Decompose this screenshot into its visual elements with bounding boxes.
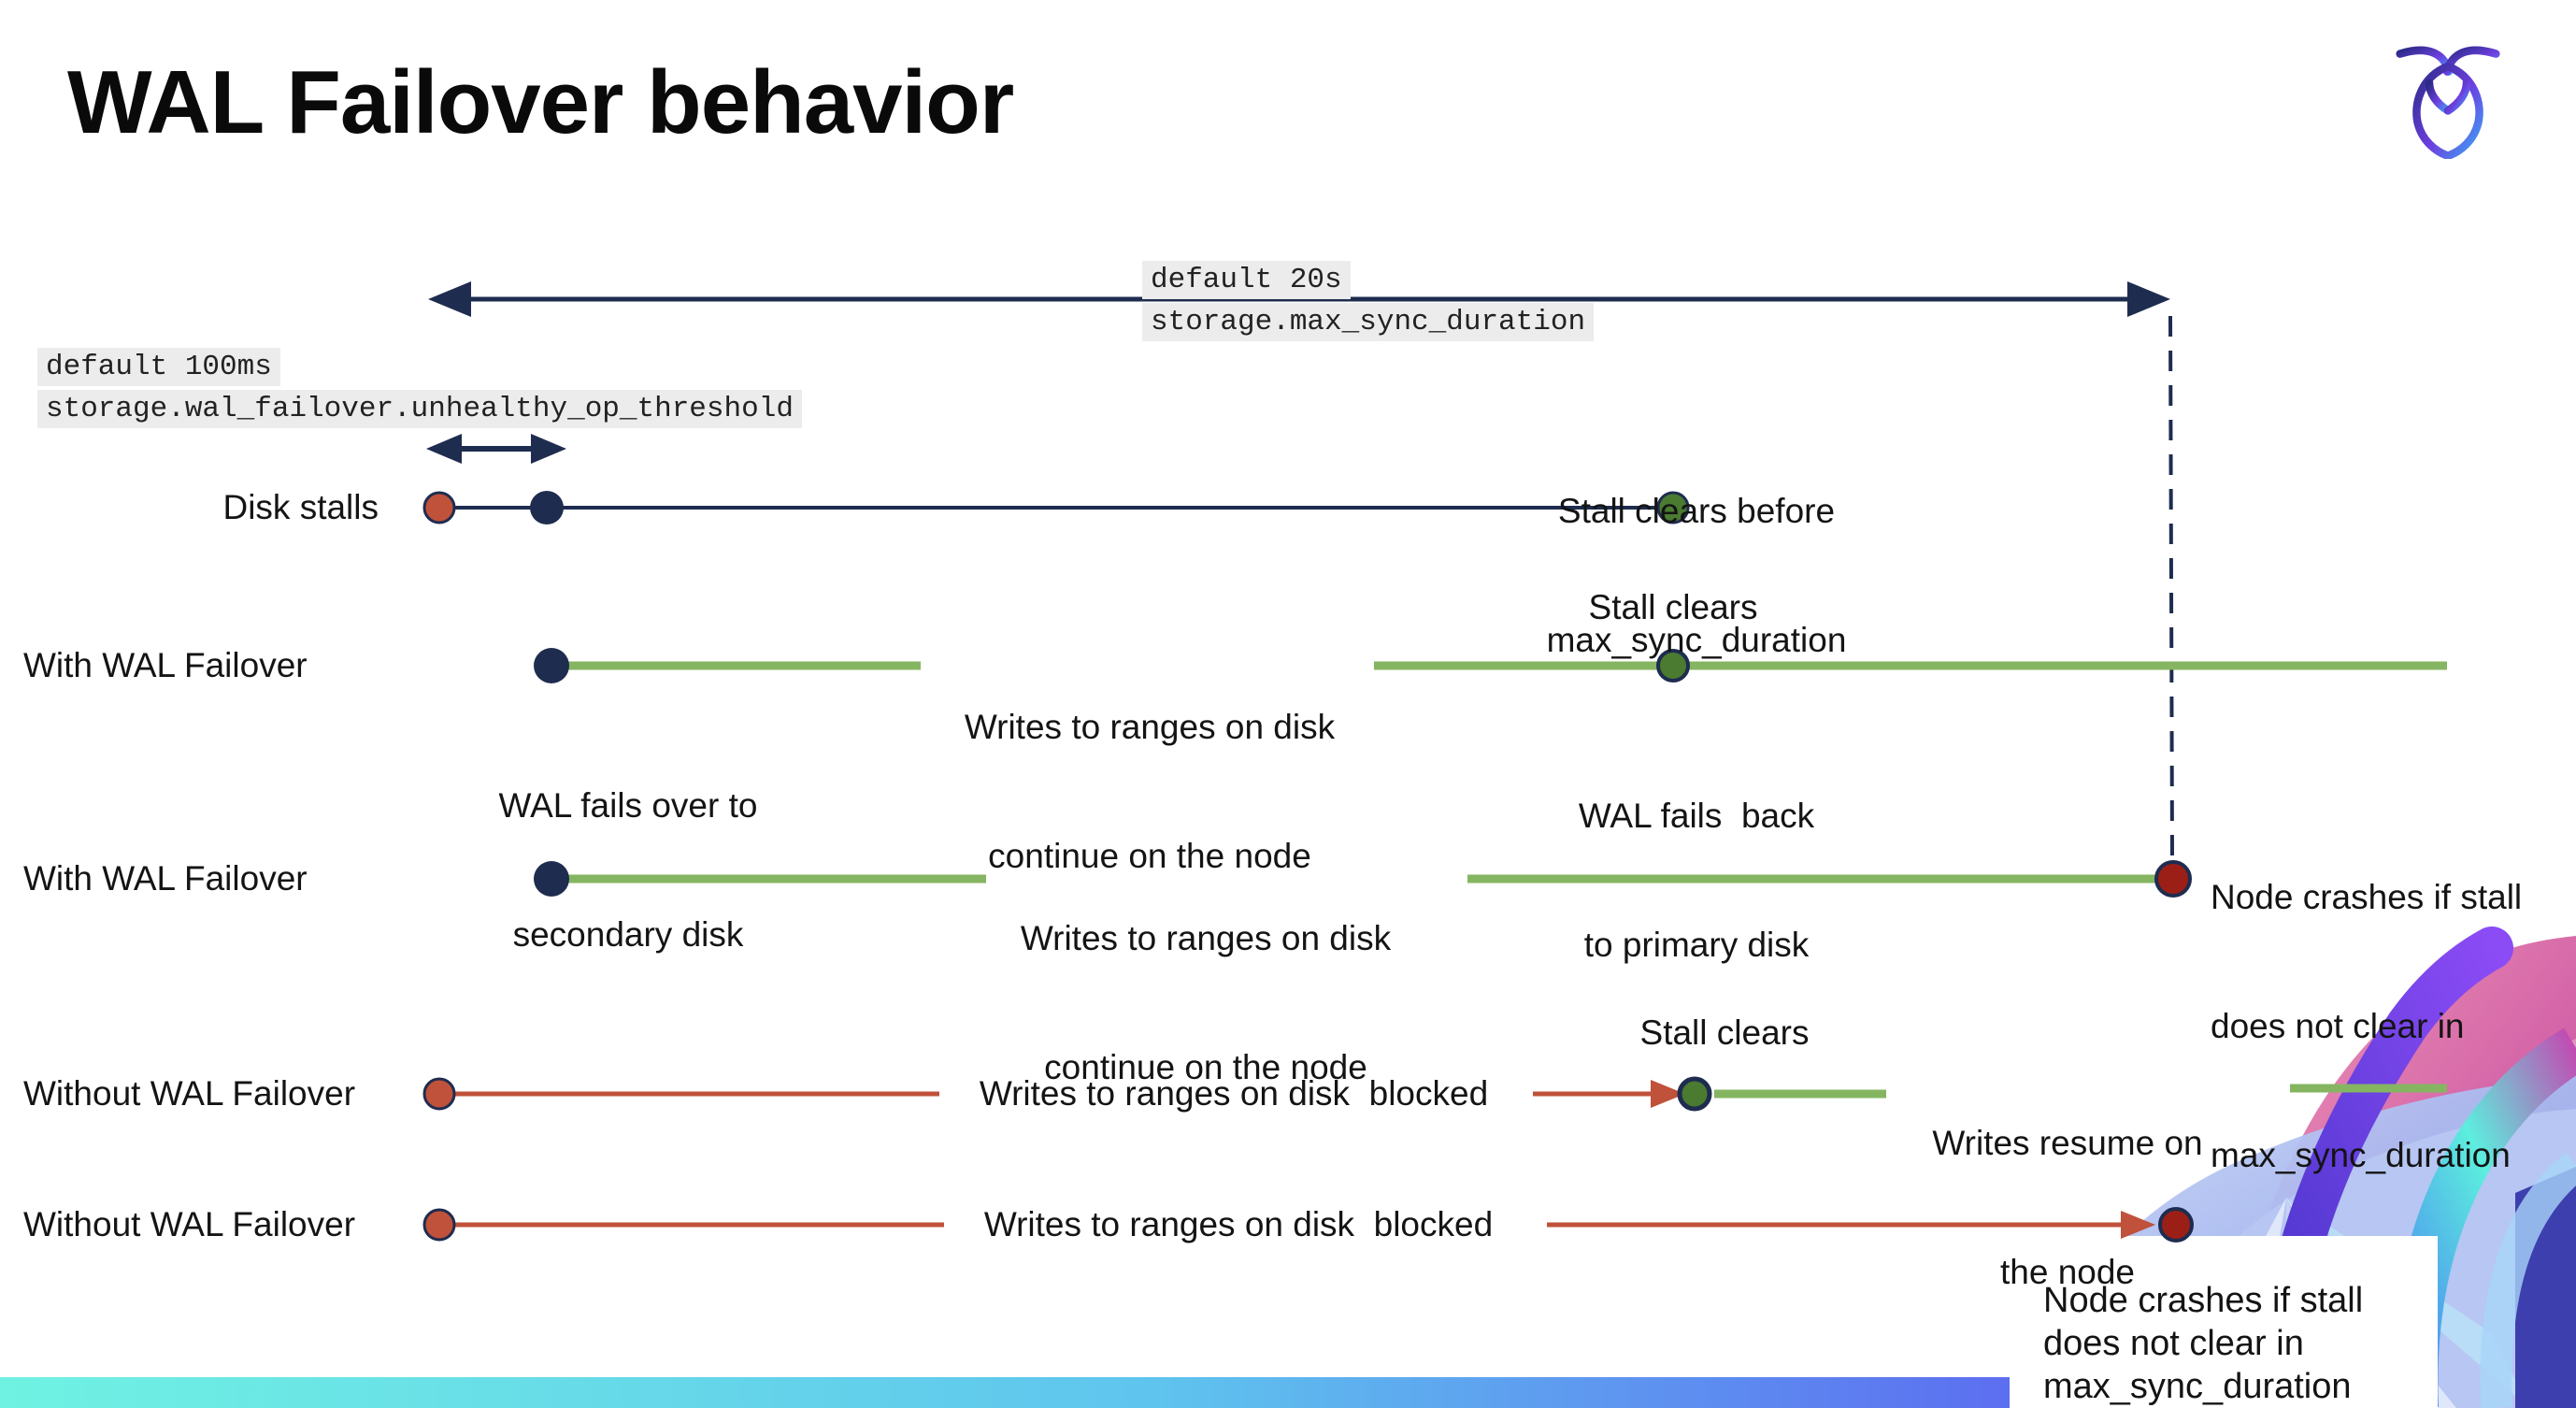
setting-name: storage.max_sync_duration (1142, 303, 1595, 341)
stall-clears-dot (1656, 649, 1690, 682)
stall-clears-note: Stall clears (1639, 1013, 1810, 1052)
failover-dot (534, 648, 569, 683)
row-label-with-wal-failover: With WAL Failover (23, 646, 308, 684)
unhealthy-op-threshold-label: default 100ms storage.wal_failover.unhea… (37, 348, 802, 428)
red-arrow-head (1651, 1080, 1685, 1108)
wal-fails-over-note: WAL fails over to secondary disk (498, 786, 758, 954)
node-crash-dot (2158, 1207, 2194, 1243)
stall-clears-before-note: Stall clears before max_sync_duration (1546, 492, 1847, 659)
row-label-without-wal-failover: Without WAL Failover (23, 1205, 356, 1243)
row-label-with-wal-failover: With WAL Failover (23, 859, 308, 898)
writes-continue-note: Writes to ranges on disk continue on the… (964, 708, 1336, 875)
light-arc (2480, 1152, 2576, 1408)
max-sync-duration-label: default 20s storage.max_sync_duration (1142, 261, 1595, 341)
cockroachdb-logo-icon (2396, 46, 2500, 159)
crash-note-line: Node crashes if stall (2043, 1281, 2364, 1320)
stall-start-dot (422, 1208, 456, 1242)
node-crash-dot (2154, 860, 2192, 898)
stall-clears-note: Stall clears (1588, 588, 1758, 626)
writes-resume-note: Writes resume on the node (1932, 1124, 2203, 1291)
red-arrow-head (2121, 1211, 2155, 1239)
stall-clears-dot (1677, 1076, 1712, 1112)
node-crashes-note: Node crashes if stall does not clear in … (2211, 878, 2523, 1174)
failover-trigger-dot (530, 491, 564, 524)
arrow-head-right (2127, 281, 2170, 317)
arrow-head-left (428, 281, 471, 317)
stall-start-dot (422, 491, 456, 524)
setting-name: storage.wal_failover.unhealthy_op_thresh… (37, 390, 802, 428)
crash-note-card: Node crashes if stall does not clear in … (2010, 1236, 2438, 1408)
wal-fails-back-note: WAL fails back to primary disk (1578, 797, 1815, 964)
writes-blocked-note: Writes to ranges on disk blocked (979, 1074, 1489, 1113)
failover-dot (534, 861, 569, 897)
setting-default-value: default 20s (1142, 261, 1351, 299)
arrow-head-left (426, 434, 462, 464)
page-title: WAL Failover behavior (67, 52, 1014, 152)
writes-blocked-note: Writes to ranges on disk blocked (983, 1205, 1494, 1243)
writes-continue-note: Writes to ranges on disk continue on the… (1020, 919, 1392, 1086)
stall-start-dot (422, 1077, 456, 1111)
crash-note-line: max_sync_duration (2043, 1367, 2352, 1406)
row-label-disk-stalls: Disk stalls (222, 488, 379, 526)
max-sync-duration-dashed-line (2168, 315, 2174, 857)
stall-clears-dot (1656, 491, 1690, 524)
arrow-head-right (531, 434, 566, 464)
row-label-without-wal-failover: Without WAL Failover (23, 1074, 356, 1113)
crash-note-line: does not clear in (2043, 1324, 2304, 1363)
setting-default-value: default 100ms (37, 348, 280, 386)
